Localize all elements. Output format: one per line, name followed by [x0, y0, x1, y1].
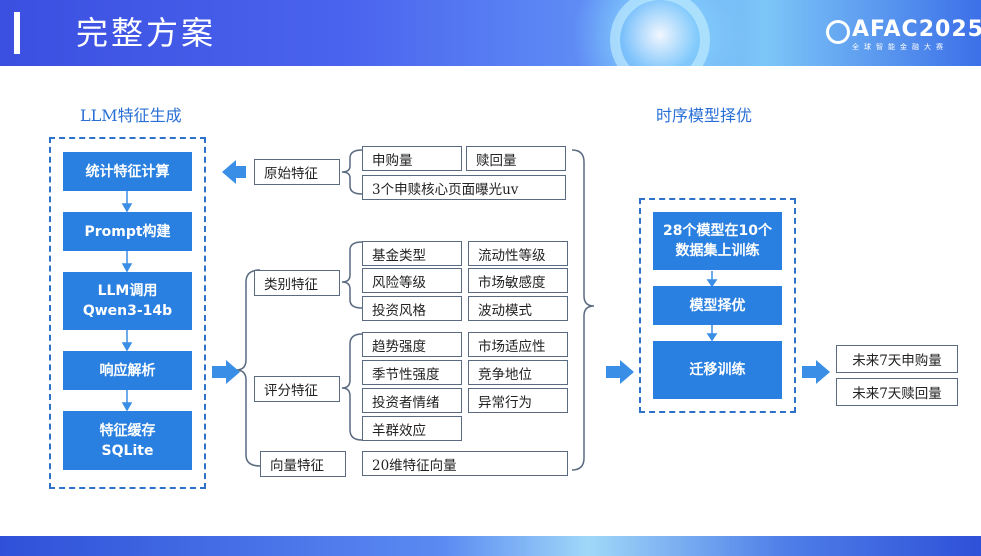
feature-item: 市场适应性 — [468, 332, 568, 357]
feature-item: 投资风格 — [362, 296, 462, 321]
model-selection-frame — [639, 198, 796, 413]
model-step-select: 模型择优 — [653, 286, 782, 325]
feature-item: 市场敏感度 — [468, 268, 568, 293]
llm-pipeline-frame — [49, 137, 206, 489]
feature-label-original: 原始特征 — [254, 159, 340, 185]
feature-item: 趋势强度 — [362, 332, 462, 357]
pipeline-step-llm: LLM调用 Qwen3-14b — [63, 272, 192, 330]
output-redemption: 未来7天赎回量 — [836, 378, 958, 406]
feature-item: 异常行为 — [468, 388, 568, 413]
title-accent-bar — [14, 12, 20, 54]
feature-item: 20维特征向量 — [362, 451, 568, 476]
afac-logo: AFAC2025 全球智能金融大赛 — [826, 18, 981, 51]
logo-text: AFAC2025 — [852, 17, 981, 42]
model-step-transfer: 迁移训练 — [653, 341, 782, 399]
header-banner: 完整方案 AFAC2025 全球智能金融大赛 — [0, 0, 981, 66]
feature-item: 季节性强度 — [362, 360, 462, 385]
pipeline-step-stats: 统计特征计算 — [63, 152, 192, 191]
logo-circle-icon — [826, 20, 850, 44]
feature-item: 3个申赎核心页面曝光uv — [362, 175, 566, 200]
feature-item: 羊群效应 — [362, 416, 462, 441]
page-title: 完整方案 — [76, 14, 217, 52]
feature-label-score: 评分特征 — [254, 376, 340, 402]
logo-subtext: 全球智能金融大赛 — [852, 43, 948, 51]
feature-label-vector: 向量特征 — [260, 451, 346, 477]
feature-item: 流动性等级 — [468, 241, 568, 266]
feature-item: 申购量 — [362, 146, 462, 171]
model-step-train: 28个模型在10个 数据集上训练 — [653, 212, 782, 270]
pipeline-step-parse: 响应解析 — [63, 351, 192, 390]
feature-item: 投资者情绪 — [362, 388, 462, 413]
right-section-title: 时序模型择优 — [656, 106, 753, 125]
pipeline-step-prompt: Prompt构建 — [63, 212, 192, 251]
footer-banner — [0, 536, 981, 556]
left-section-title: LLM特征生成 — [80, 106, 182, 125]
pipeline-step-cache: 特征缓存 SQLite — [63, 411, 192, 470]
feature-item: 基金类型 — [362, 241, 462, 266]
feature-item: 风险等级 — [362, 268, 462, 293]
decorative-ring — [610, 0, 710, 66]
feature-item: 竞争地位 — [468, 360, 568, 385]
output-purchase: 未来7天申购量 — [836, 345, 958, 373]
feature-label-category: 类别特征 — [254, 270, 340, 296]
feature-item: 赎回量 — [466, 146, 566, 171]
feature-item: 波动模式 — [468, 296, 568, 321]
